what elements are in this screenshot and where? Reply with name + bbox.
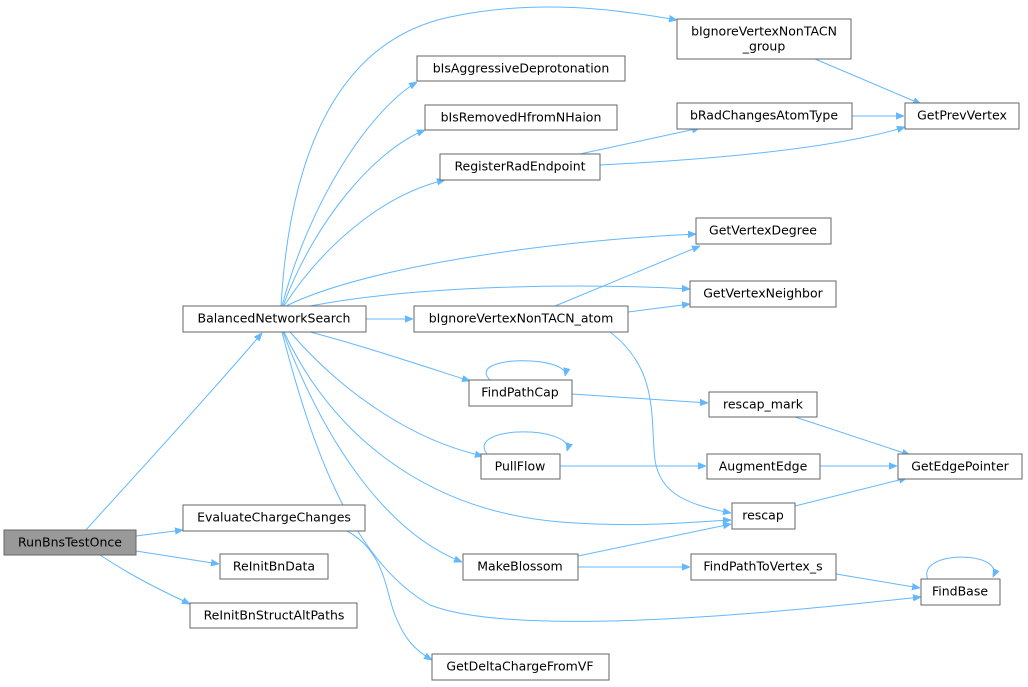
node-get-vertex-degree[interactable]: GetVertexDegree	[695, 217, 832, 245]
edge-run-bns	[84, 333, 262, 532]
node-register-rad-endpoint[interactable]: RegisterRadEndpoint	[439, 153, 601, 181]
node-balanced-network-search[interactable]: BalancedNetworkSearch	[182, 305, 367, 333]
svg-text:GetEdgePointer: GetEdgePointer	[911, 459, 1009, 474]
edge-run-reinitalt	[99, 554, 190, 604]
edge-fpc-rescapmark	[571, 393, 708, 403]
edge-run-eval	[135, 530, 183, 537]
node-rescap-mark[interactable]: rescap_mark	[708, 391, 818, 418]
svg-text:ReInitBnData: ReInitBnData	[233, 559, 315, 574]
edge-bns-blossom	[282, 331, 462, 562]
edge-bns-vneigh	[309, 286, 690, 307]
node-reinit-bn-struct-alt-paths[interactable]: ReInitBnStructAltPaths	[189, 602, 358, 629]
edge-bns-remH	[282, 129, 425, 307]
edge-fpc-self	[485, 360, 565, 381]
svg-text:bIgnoreVertexNonTACN: bIgnoreVertexNonTACN	[691, 24, 837, 39]
edge-eval-delta	[344, 529, 432, 660]
edges	[84, 6, 994, 660]
edge-ignGroup-prevV	[814, 58, 921, 105]
svg-text:rescap: rescap	[742, 508, 784, 523]
svg-text:FindBase: FindBase	[932, 584, 988, 599]
svg-text:AugmentEdge: AugmentEdge	[719, 459, 808, 474]
edge-bns-ignGroup	[280, 6, 677, 307]
svg-text:RunBnsTestOnce: RunBnsTestOnce	[18, 535, 122, 550]
node-get-edge-pointer[interactable]: GetEdgePointer	[897, 453, 1023, 480]
edge-pull-self	[483, 431, 567, 455]
svg-text:rescap_mark: rescap_mark	[723, 397, 804, 412]
edge-ignAtom-vneigh	[627, 304, 690, 313]
svg-text:PullFlow: PullFlow	[495, 459, 546, 474]
edge-fptv-findbase	[835, 573, 920, 588]
svg-text:GetPrevVertex: GetPrevVertex	[917, 108, 1007, 123]
node-get-vertex-neighbor[interactable]: GetVertexNeighbor	[689, 280, 837, 308]
edge-bns-pull	[289, 331, 483, 456]
edge-bns-fpc	[309, 331, 470, 381]
node-get-prev-vertex[interactable]: GetPrevVertex	[904, 102, 1020, 130]
svg-text:bIgnoreVertexNonTACN_atom: bIgnoreVertexNonTACN_atom	[429, 311, 614, 326]
node-find-path-to-vertex-s[interactable]: FindPathToVertex_s	[690, 553, 837, 581]
svg-text:GetDeltaChargeFromVF: GetDeltaChargeFromVF	[446, 659, 593, 674]
node-b-rad-changes-atom-type[interactable]: bRadChangesAtomType	[676, 102, 853, 130]
svg-text:BalancedNetworkSearch: BalancedNetworkSearch	[198, 311, 351, 326]
edge-ignAtom-rescap	[609, 331, 731, 513]
edge-findbase-self	[926, 556, 994, 581]
node-b-ignore-vertex-non-tacn-group[interactable]: bIgnoreVertexNonTACN _group	[676, 18, 852, 60]
node-b-is-removed-h-from-nh-aion[interactable]: bIsRemovedHfromNHaion	[424, 104, 618, 131]
node-augment-edge[interactable]: AugmentEdge	[706, 453, 821, 480]
svg-text:bIsAggressiveDeprotonation: bIsAggressiveDeprotonation	[433, 61, 610, 76]
edge-rescapmark-edgep	[794, 416, 910, 455]
svg-text:FindPathCap: FindPathCap	[481, 385, 558, 400]
node-get-delta-charge-from-vf[interactable]: GetDeltaChargeFromVF	[431, 653, 610, 681]
svg-text:RegisterRadEndpoint: RegisterRadEndpoint	[454, 159, 585, 174]
svg-text:ReInitBnStructAltPaths: ReInitBnStructAltPaths	[204, 608, 345, 623]
edge-regRad-radChanges	[579, 128, 700, 155]
edge-regRad-prevV	[599, 127, 905, 166]
svg-text:bIsRemovedHfromNHaion: bIsRemovedHfromNHaion	[441, 110, 602, 125]
svg-text:_group: _group	[742, 39, 786, 54]
node-rescap[interactable]: rescap	[731, 502, 796, 530]
svg-text:bRadChangesAtomType: bRadChangesAtomType	[690, 108, 838, 123]
svg-text:MakeBlossom: MakeBlossom	[477, 559, 562, 574]
edge-bns-rescap	[283, 331, 731, 526]
edge-bns-vdeg	[285, 234, 696, 307]
svg-text:EvaluateChargeChanges: EvaluateChargeChanges	[197, 510, 351, 525]
edge-bns-aggr	[281, 82, 417, 307]
svg-text:FindPathToVertex_s: FindPathToVertex_s	[703, 559, 822, 574]
node-make-blossom[interactable]: MakeBlossom	[462, 553, 579, 581]
edge-blossom-rescap	[577, 524, 731, 557]
edge-rescap-edgep	[794, 478, 907, 507]
node-b-ignore-vertex-non-tacn-atom[interactable]: bIgnoreVertexNonTACN_atom	[413, 305, 629, 333]
node-b-is-aggressive-deprotonation[interactable]: bIsAggressiveDeprotonation	[416, 55, 626, 82]
svg-text:GetVertexDegree: GetVertexDegree	[709, 223, 817, 238]
node-evaluate-charge-changes[interactable]: EvaluateChargeChanges	[182, 504, 366, 532]
nodes: RunBnsTestOnce BalancedNetworkSearch Eva…	[3, 18, 1023, 681]
node-run-bns-test-once[interactable]: RunBnsTestOnce	[3, 529, 137, 556]
node-find-path-cap[interactable]: FindPathCap	[468, 379, 573, 407]
node-pull-flow[interactable]: PullFlow	[480, 453, 561, 480]
svg-text:GetVertexNeighbor: GetVertexNeighbor	[703, 286, 823, 301]
edge-bns-findbase	[281, 331, 921, 622]
edge-bns-regRad	[283, 180, 445, 307]
node-find-base[interactable]: FindBase	[920, 578, 1001, 606]
node-reinit-bn-data[interactable]: ReInitBnData	[219, 553, 329, 580]
edge-ignAtom-vdeg	[554, 245, 700, 307]
edge-run-reinit	[135, 550, 219, 564]
